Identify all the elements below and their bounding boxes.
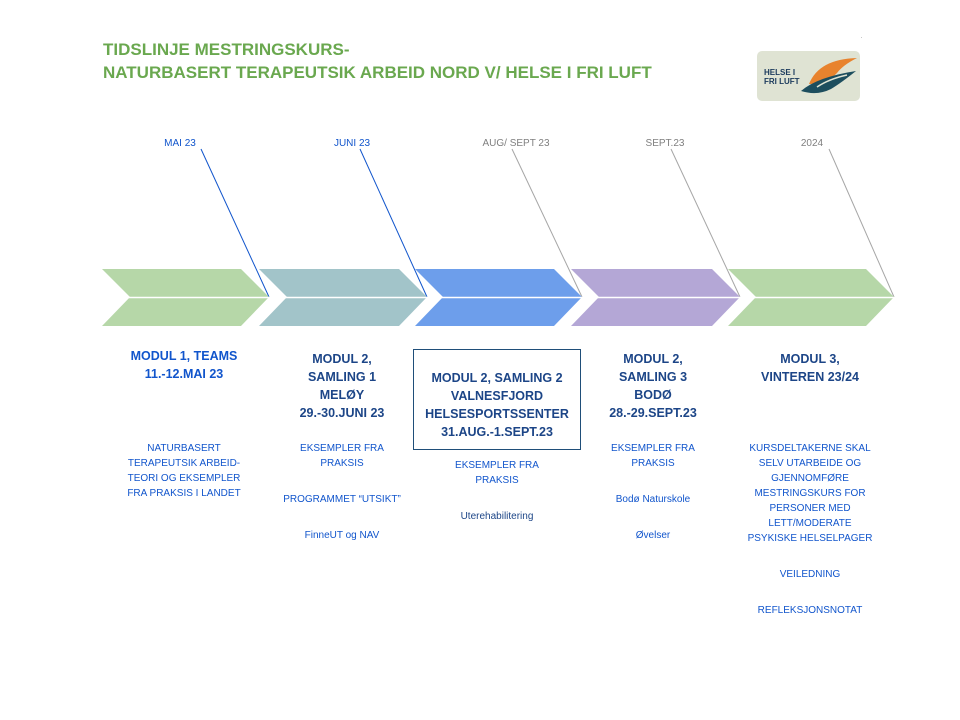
module-heading-line: MODUL 3, <box>780 352 840 366</box>
logo-text-line-2: FRI LUFT <box>764 77 800 86</box>
decorative-dot <box>861 37 862 38</box>
logo-text-line-1: HELSE I <box>764 68 796 77</box>
detail-line: PERSONER MED <box>769 503 851 514</box>
date-label-4: SEPT.23 <box>645 138 685 149</box>
module-heading-line: VALNESFJORD <box>450 389 544 403</box>
detail-line: Uterehabilitering <box>460 511 534 522</box>
detail-line: PRAKSIS <box>631 458 675 469</box>
details-4b: Bodø Naturskole <box>616 492 690 507</box>
module-heading-2: MODUL 2, SAMLING 1 MELØY 29.-30.JUNI 23 <box>300 350 385 422</box>
detail-line: TERAPEUTSIK ARBEID- <box>127 458 241 469</box>
module-heading-line: MELØY <box>319 388 365 402</box>
module-heading-line: HELSESPORTSSENTER <box>425 407 569 421</box>
module-heading-line: SAMLING 3 <box>618 370 688 384</box>
helse-i-fri-luft-logo: HELSE I FRI LUFT <box>757 51 860 101</box>
date-label-3: AUG/ SEPT 23 <box>482 138 550 149</box>
module-heading-line: MODUL 2, SAMLING 2 <box>431 371 563 385</box>
date-label-5: 2024 <box>800 138 824 149</box>
detail-line: TEORI OG EKSEMPLER <box>127 473 241 484</box>
detail-line: REFLEKSJONSNOTAT <box>757 605 863 616</box>
detail-line: NATURBASERT <box>147 443 221 454</box>
date-label-1: MAI 23 <box>164 138 196 149</box>
date-label-2: JUNI 23 <box>333 138 371 149</box>
module-heading-line: VINTEREN 23/24 <box>761 370 859 384</box>
detail-line: PROGRAMMET “UTSIKT” <box>283 494 401 505</box>
details-5b: VEILEDNING <box>780 567 841 582</box>
module-heading-line: MODUL 1, TEAMS <box>130 349 238 363</box>
pointer-line-5 <box>828 148 895 298</box>
detail-line: PRAKSIS <box>475 475 519 486</box>
detail-line: EKSEMPLER FRA <box>455 460 539 471</box>
pointer-line-1 <box>200 148 270 298</box>
details-3: EKSEMPLER FRA PRAKSIS <box>455 458 539 488</box>
detail-line: SELV UTARBEIDE OG <box>758 458 862 469</box>
page-title: TIDSLINJE MESTRINGSKURS- NATURBASERT TER… <box>103 38 652 84</box>
pointer-line-4 <box>670 148 741 298</box>
module-heading-line: 31.AUG.-1.SEPT.23 <box>441 425 553 439</box>
module-heading-line: BODØ <box>634 388 672 402</box>
logo-leaf-icon <box>801 58 857 94</box>
details-3b: Uterehabilitering <box>461 509 534 524</box>
module-heading-3: MODUL 2, SAMLING 2 VALNESFJORD HELSESPOR… <box>425 369 569 441</box>
module-heading-line: 28.-29.SEPT.23 <box>609 406 697 420</box>
details-1: NATURBASERT TERAPEUTSIK ARBEID- TEORI OG… <box>127 441 240 501</box>
detail-line: EKSEMPLER FRA <box>300 443 384 454</box>
module-heading-4: MODUL 2, SAMLING 3 BODØ 28.-29.SEPT.23 <box>609 350 697 422</box>
module-heading-line: MODUL 2, <box>623 352 683 366</box>
details-2: EKSEMPLER FRA PRAKSIS <box>300 441 384 471</box>
detail-line: Øvelser <box>635 530 671 541</box>
title-line-2: NATURBASERT TERAPEUTSIK ARBEID NORD V/ H… <box>103 63 652 82</box>
pointer-line-3 <box>511 148 583 298</box>
module-heading-line: MODUL 2, <box>312 352 372 366</box>
detail-line: PRAKSIS <box>320 458 364 469</box>
module-heading-1: MODUL 1, TEAMS 11.-12.MAI 23 <box>131 347 238 383</box>
title-line-1: TIDSLINJE MESTRINGSKURS- <box>103 40 350 59</box>
module-heading-line: 29.-30.JUNI 23 <box>299 406 385 420</box>
module-heading-line: 11.-12.MAI 23 <box>144 367 224 381</box>
details-4c: Øvelser <box>636 528 670 543</box>
module-heading-line: SAMLING 1 <box>307 370 377 384</box>
detail-line: FinneUT og NAV <box>304 530 380 541</box>
detail-line: KURSDELTAKERNE SKAL <box>749 443 871 454</box>
module-heading-5: MODUL 3, VINTEREN 23/24 <box>761 350 859 386</box>
details-5c: REFLEKSJONSNOTAT <box>758 603 863 618</box>
detail-line: FRA PRAKSIS I LANDET <box>127 488 241 499</box>
detail-line: VEILEDNING <box>779 569 841 580</box>
details-2c: FinneUT og NAV <box>305 528 380 543</box>
detail-line: EKSEMPLER FRA <box>611 443 695 454</box>
logo-text: HELSE I FRI LUFT <box>764 68 800 86</box>
highlight-box <box>413 349 581 450</box>
detail-line: MESTRINGSKURS FOR <box>754 488 866 499</box>
pointer-line-2 <box>359 148 428 298</box>
detail-line: PSYKISKE HELSELPAGER <box>747 533 873 544</box>
detail-line: GJENNOMFØRE <box>771 473 849 484</box>
detail-line: Bodø Naturskole <box>615 494 691 505</box>
details-4: EKSEMPLER FRA PRAKSIS <box>611 441 695 471</box>
details-2b: PROGRAMMET “UTSIKT” <box>283 492 401 507</box>
details-5: KURSDELTAKERNE SKAL SELV UTARBEIDE OG GJ… <box>748 441 873 546</box>
detail-line: LETT/MODERATE <box>768 518 852 529</box>
